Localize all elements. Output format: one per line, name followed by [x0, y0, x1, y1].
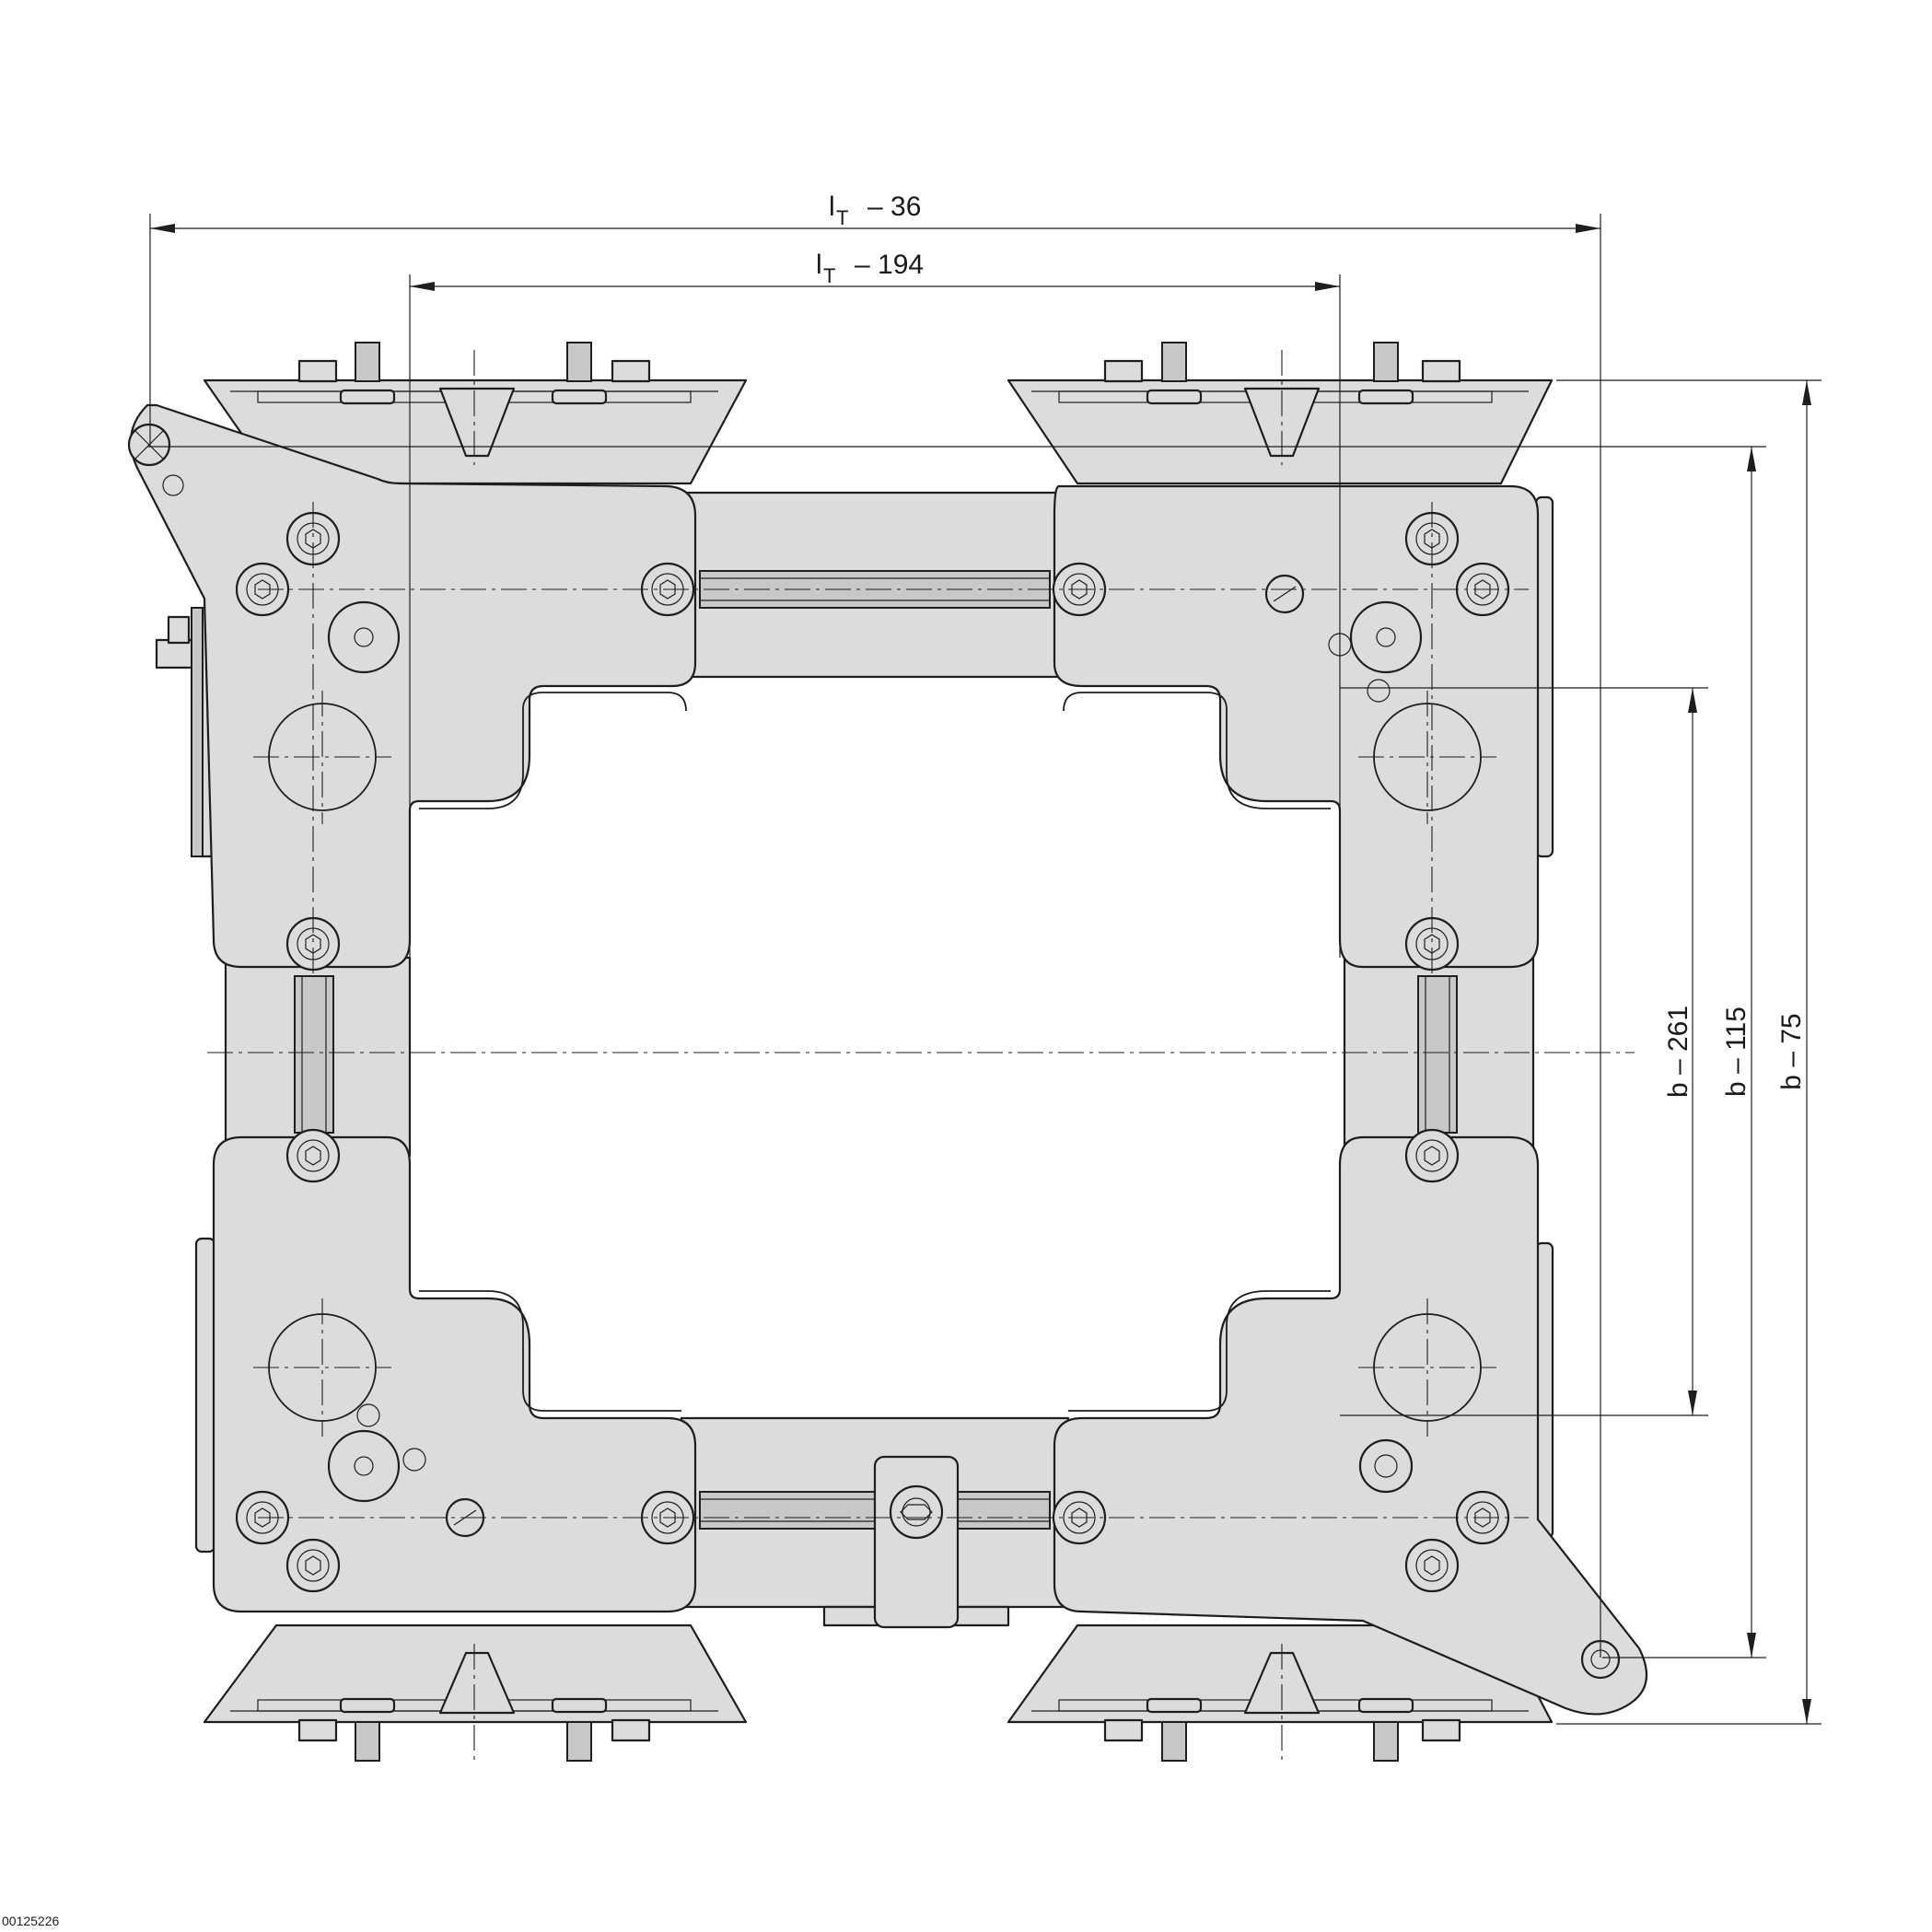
left-sidebar	[224, 956, 412, 1158]
top-crossbar	[680, 491, 1070, 679]
left-bracket	[155, 607, 204, 857]
plate-bottom-right	[1053, 1135, 1648, 1716]
dim-symbol: l	[816, 250, 822, 280]
plate-top-left	[129, 403, 697, 969]
dim-label-overall-width: l T – 36	[829, 192, 921, 229]
inner-edge-tr	[1063, 692, 1331, 809]
center-clip	[873, 1455, 960, 1629]
center-lines	[207, 350, 1635, 1763]
dim-label-height-outer: b – 75	[1776, 1013, 1807, 1089]
dimension-lines	[147, 214, 1821, 1725]
dim-subscript: T	[836, 206, 848, 229]
dim-value: – 36	[867, 192, 921, 222]
plate-bottom-left	[212, 1135, 697, 1613]
dim-label-height-mid: b – 115	[1721, 1007, 1752, 1097]
tray-bottom-left	[203, 1624, 748, 1742]
inner-edge-bl	[419, 1290, 681, 1412]
inner-edge-br	[1068, 1290, 1331, 1412]
dim-label-height-inner: b – 261	[1663, 1006, 1693, 1098]
tray-bottom-right	[1007, 1624, 1554, 1742]
studs	[339, 342, 1414, 1762]
image-id-label: 00125226	[2, 1914, 60, 1928]
left-rail-bottom	[194, 1237, 216, 1554]
dim-label-inner-width: l T – 194	[816, 250, 924, 287]
dim-subscript: T	[823, 264, 835, 287]
right-sidebar	[1343, 956, 1535, 1158]
dim-value: – 194	[855, 250, 924, 280]
tray-top-right	[1007, 359, 1554, 485]
plate-top-right	[1053, 484, 1540, 969]
inner-edge-tl	[419, 692, 687, 809]
dim-symbol: l	[829, 192, 835, 222]
